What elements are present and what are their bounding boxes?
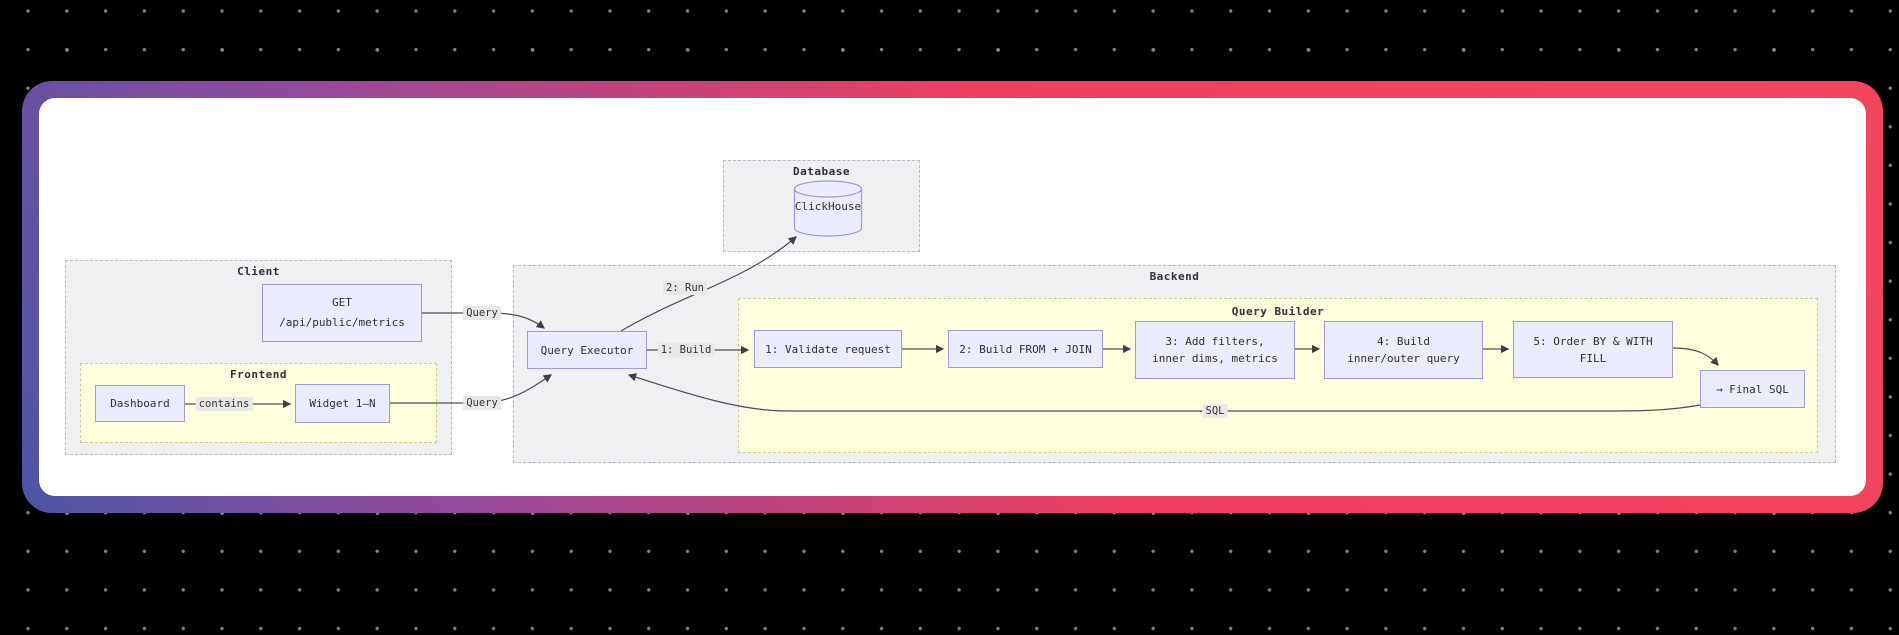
- node-order-by-with-fill-label: 5: Order BY & WITH FILL: [1533, 334, 1653, 365]
- cluster-database-title: Database: [793, 165, 850, 178]
- node-add-filters: 3: Add filters, inner dims, metrics: [1135, 321, 1295, 379]
- edge-label-build: 1: Build: [657, 343, 715, 357]
- node-build-from-join: 2: Build FROM + JOIN: [948, 330, 1103, 368]
- edge-label-sql: SQL: [1202, 404, 1228, 418]
- node-final-sql: → Final SQL: [1700, 370, 1805, 408]
- node-final-sql-label: → Final SQL: [1716, 382, 1789, 396]
- edge-executor-run-clickhouse: [620, 236, 797, 332]
- node-widget: Widget 1–N: [295, 384, 390, 423]
- node-query-executor-label: Query Executor: [540, 343, 634, 357]
- flowchart: Client Frontend Database Backend Query B…: [39, 98, 1860, 496]
- node-validate-request-label: 1: Validate request: [765, 342, 891, 356]
- cluster-client-title: Client: [237, 265, 280, 278]
- node-clickhouse-cylinder: ClickHouse: [793, 180, 863, 238]
- node-dashboard: Dashboard: [95, 385, 185, 422]
- node-dashboard-label: Dashboard: [110, 397, 170, 410]
- edge-final-sql-executor: [627, 373, 1701, 412]
- node-widget-label: Widget 1–N: [309, 397, 376, 410]
- edge-label-query-top: Query: [463, 306, 501, 320]
- node-clickhouse-label: ClickHouse: [794, 200, 862, 213]
- node-build-inner-outer: 4: Build inner/outer query: [1324, 321, 1483, 379]
- node-get-api-metrics-label: GET /api/public/metrics: [279, 296, 405, 329]
- gradient-diagram-card[interactable]: Client Frontend Database Backend Query B…: [22, 81, 1883, 513]
- node-query-executor: Query Executor: [527, 331, 647, 369]
- edge-label-query-bottom: Query: [463, 396, 501, 410]
- diagram-panel: Client Frontend Database Backend Query B…: [39, 98, 1866, 496]
- edge-label-run: 2: Run: [663, 281, 707, 295]
- cluster-backend-title: Backend: [1149, 270, 1200, 283]
- node-build-inner-outer-label: 4: Build inner/outer query: [1347, 335, 1460, 365]
- node-build-from-join-label: 2: Build FROM + JOIN: [959, 342, 1092, 356]
- node-get-api-metrics: GET /api/public/metrics: [262, 284, 422, 342]
- cluster-frontend-title: Frontend: [230, 368, 287, 381]
- node-add-filters-label: 3: Add filters, inner dims, metrics: [1152, 335, 1278, 365]
- node-validate-request: 1: Validate request: [754, 330, 902, 368]
- edge-b5-final-sql: [1672, 347, 1719, 366]
- database-cylinder-icon: [793, 180, 863, 237]
- edge-label-contains: contains: [195, 397, 253, 411]
- node-order-by-with-fill: 5: Order BY & WITH FILL: [1513, 321, 1673, 378]
- cluster-query-builder-title: Query Builder: [1231, 305, 1325, 318]
